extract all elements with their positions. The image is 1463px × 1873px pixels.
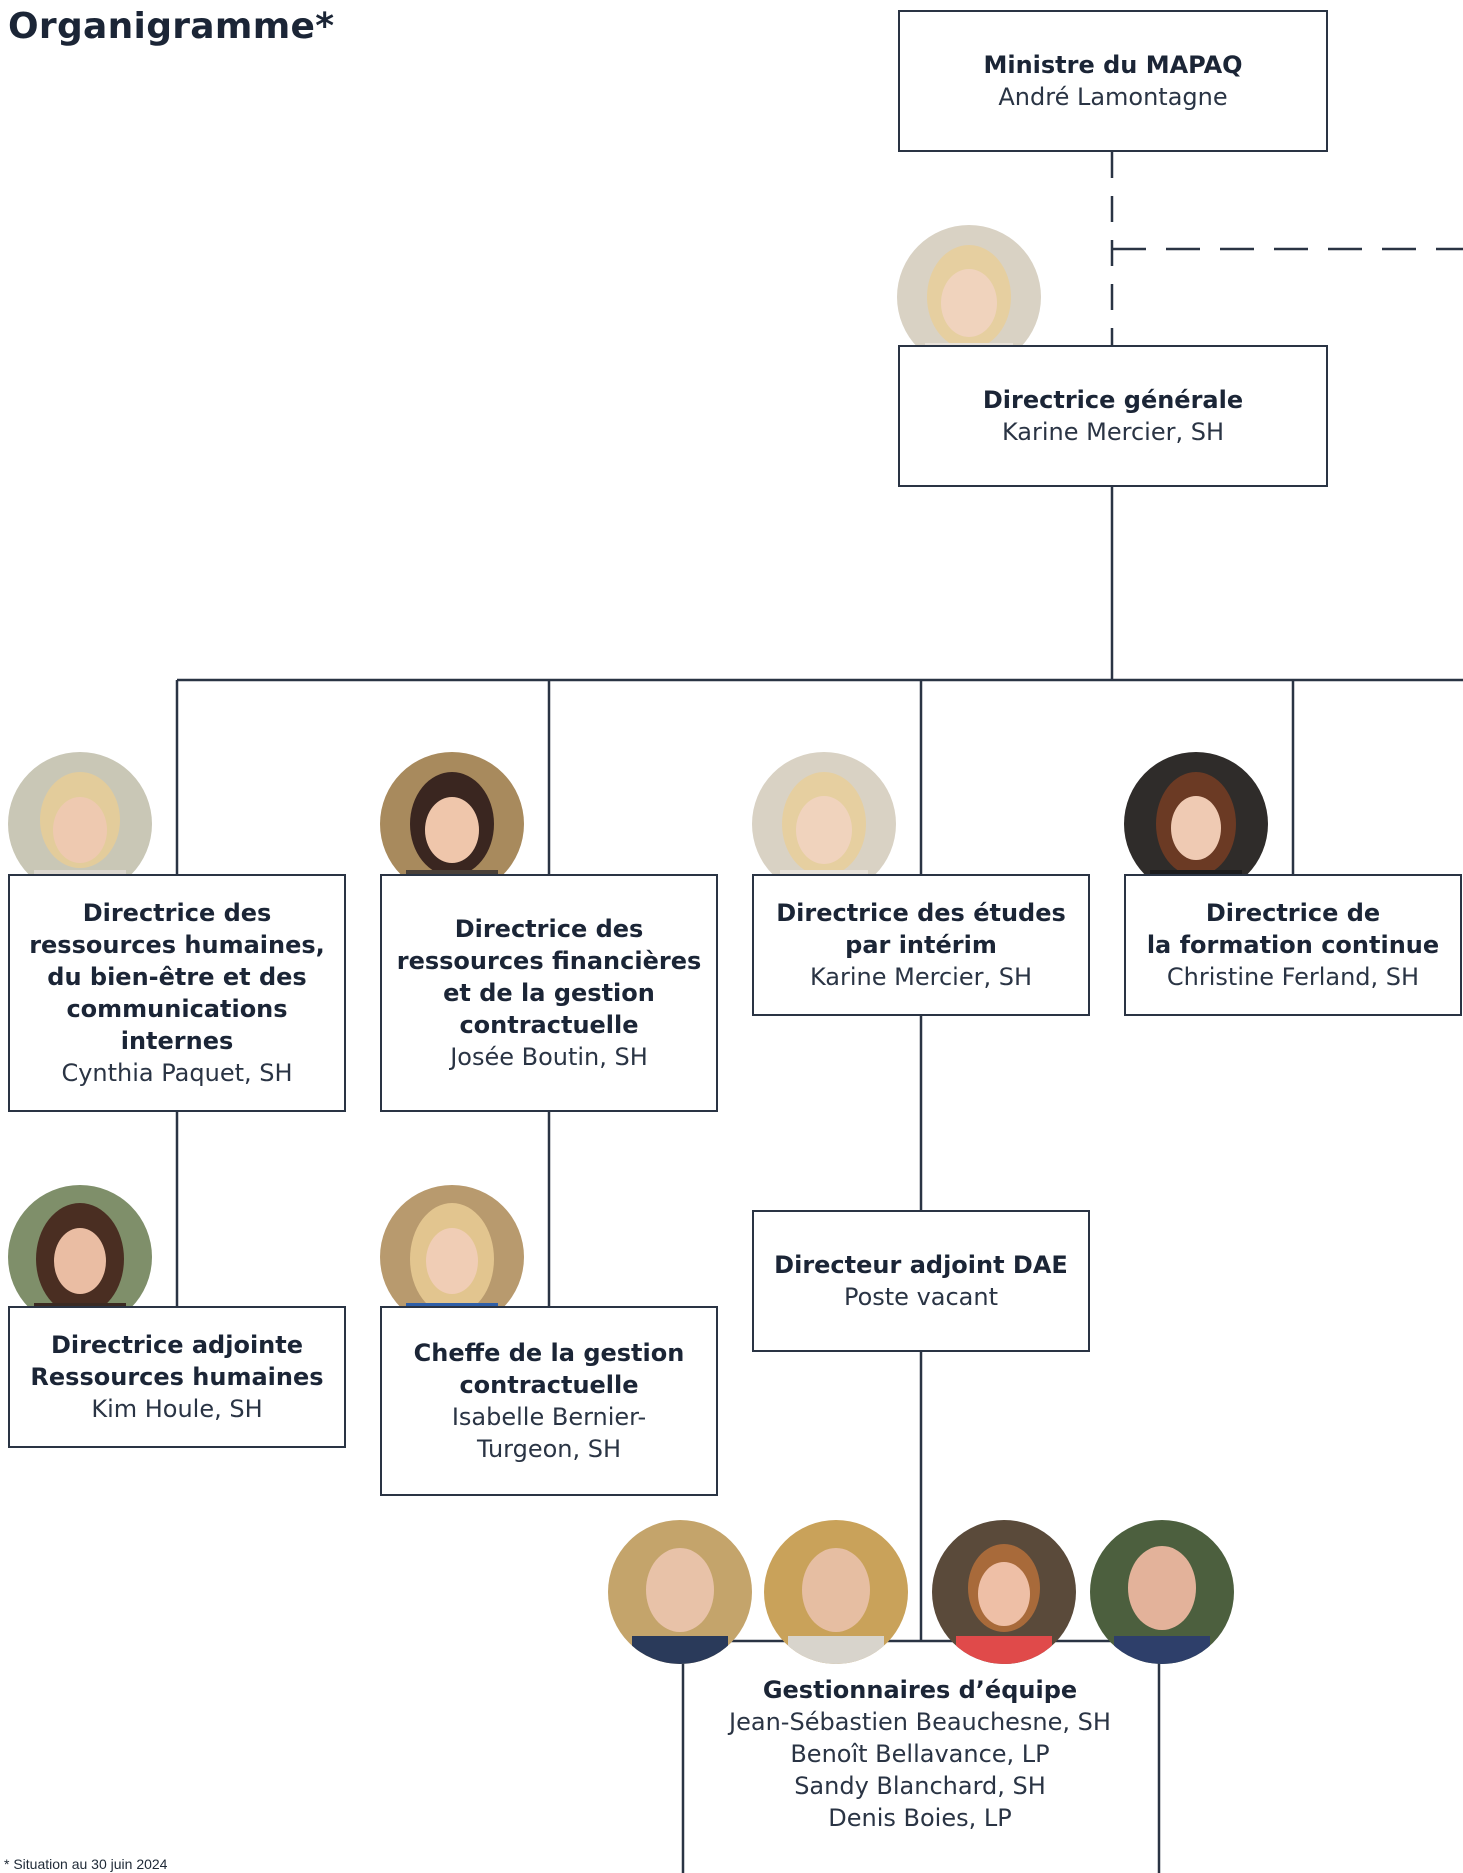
- dir-rf-box: Directrice des ressources financières et…: [380, 874, 718, 1112]
- dir-rh-role-line: communications: [66, 995, 288, 1023]
- adj-rh-role-line: Directrice adjointe: [50, 1331, 304, 1359]
- adj-rh-role-line: Ressources humaines: [30, 1363, 324, 1391]
- dg-box: Directrice générale Karine Mercier, SH: [898, 345, 1328, 487]
- dir-rf-role-line: Directrice des: [454, 915, 644, 943]
- cheffe-gc-role-line: Cheffe de la gestion: [413, 1339, 685, 1367]
- team-role: Gestionnaires d’équipe: [762, 1676, 1078, 1704]
- manager-photo-3: [932, 1520, 1076, 1664]
- dir-etudes-name: Karine Mercier, SH: [809, 963, 1032, 991]
- adj-rh-name: Kim Houle, SH: [91, 1395, 263, 1423]
- dir-fc-role-line: la formation continue: [1146, 931, 1440, 959]
- dir-fc-role-line: Directrice de: [1205, 899, 1381, 927]
- dir-rf-role-line: ressources financières: [396, 947, 702, 975]
- dir-rh-name: Cynthia Paquet, SH: [61, 1059, 293, 1087]
- dir-rh-role-line: Directrice des: [82, 899, 272, 927]
- adj-rh-box: Directrice adjointe Ressources humaines …: [8, 1306, 346, 1448]
- dir-rf-role-line: et de la gestion: [443, 979, 655, 1007]
- dir-etudes-role-line: Directrice des études: [776, 899, 1066, 927]
- dir-rh-role-line: du bien-être et des: [47, 963, 307, 991]
- footnote: * Situation au 30 juin 2024: [4, 1856, 168, 1872]
- team-member-name: Denis Boies, LP: [828, 1804, 1012, 1832]
- manager-photo-4: [1090, 1520, 1234, 1664]
- manager-photo-1: [608, 1520, 752, 1664]
- team-managers: Gestionnaires d’équipe Jean-Sébastien Be…: [684, 1674, 1156, 1834]
- cheffe-gc-name-line: Turgeon, SH: [476, 1435, 622, 1463]
- dir-adj-dae-box: Directeur adjoint DAE Poste vacant: [752, 1210, 1090, 1352]
- minister-role: Ministre du MAPAQ: [983, 51, 1243, 79]
- dir-rf-name: Josée Boutin, SH: [450, 1043, 648, 1071]
- dir-rh-role-line: internes: [120, 1027, 234, 1055]
- team-member-name: Sandy Blanchard, SH: [794, 1772, 1046, 1800]
- dir-fc-name: Christine Ferland, SH: [1166, 963, 1420, 991]
- dg-name: Karine Mercier, SH: [1001, 418, 1224, 446]
- cheffe-gc-role-line: contractuelle: [459, 1371, 639, 1399]
- dir-etudes-box: Directrice des études par intérim Karine…: [752, 874, 1090, 1016]
- dir-rh-role-line: ressources humaines,: [29, 931, 325, 959]
- dir-adj-dae-role: Directeur adjoint DAE: [774, 1251, 1068, 1279]
- dir-fc-box: Directrice de la formation continue Chri…: [1124, 874, 1462, 1016]
- dir-adj-dae-name: Poste vacant: [843, 1283, 999, 1311]
- team-member-name: Jean-Sébastien Beauchesne, SH: [729, 1708, 1111, 1736]
- minister-name: André Lamontagne: [998, 83, 1228, 111]
- cheffe-gc-box: Cheffe de la gestion contractuelle Isabe…: [380, 1306, 718, 1496]
- manager-photo-2: [764, 1520, 908, 1664]
- dg-role: Directrice générale: [982, 386, 1244, 414]
- minister-box: Ministre du MAPAQ André Lamontagne: [898, 10, 1328, 152]
- cheffe-gc-name-line: Isabelle Bernier-: [451, 1403, 647, 1431]
- dir-rf-role-line: contractuelle: [459, 1011, 639, 1039]
- dir-etudes-role-line: par intérim: [845, 931, 997, 959]
- team-member-name: Benoît Bellavance, LP: [790, 1740, 1050, 1768]
- dir-rh-box: Directrice des ressources humaines, du b…: [8, 874, 346, 1112]
- page-title: Organigramme*: [8, 6, 335, 47]
